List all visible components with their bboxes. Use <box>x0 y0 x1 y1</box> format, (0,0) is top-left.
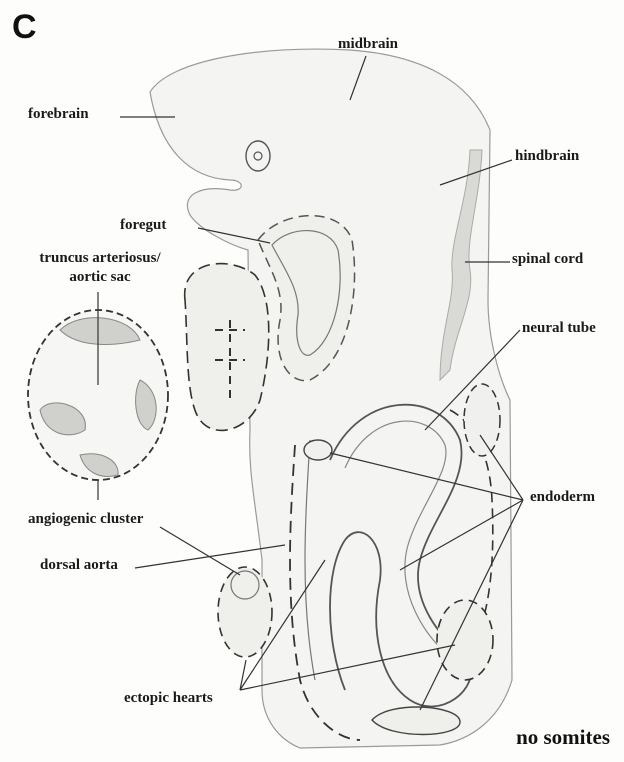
label-truncus-line2: aortic sac <box>20 269 180 286</box>
label-angiogenic-cluster: angiogenic cluster <box>28 511 143 528</box>
endoderm-knot <box>304 440 332 460</box>
panel-letter: C <box>12 8 37 47</box>
right-cluster <box>464 384 500 456</box>
label-neural-tube: neural tube <box>522 320 596 337</box>
label-ectopic-hearts: ectopic hearts <box>124 690 213 707</box>
label-forebrain: forebrain <box>28 106 89 123</box>
label-truncus-line1: truncus arteriosus/ <box>20 250 180 267</box>
heart-tube-left <box>185 264 269 431</box>
ectopic-heart-bottom <box>437 600 493 680</box>
label-spinal-cord: spinal cord <box>512 251 583 268</box>
stage-note: no somites <box>516 725 610 750</box>
label-endoderm: endoderm <box>530 489 595 506</box>
label-dorsal-aorta: dorsal aorta <box>40 557 118 574</box>
label-hindbrain: hindbrain <box>515 148 579 165</box>
label-midbrain: midbrain <box>338 36 398 53</box>
ectopic-heart-left <box>218 567 272 657</box>
label-foregut: foregut <box>120 217 166 234</box>
